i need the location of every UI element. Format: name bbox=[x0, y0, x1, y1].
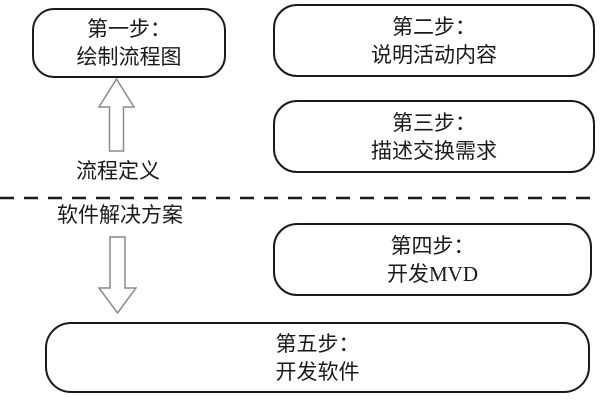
step1-box: 第一步： 绘制流程图 bbox=[32, 8, 226, 78]
step3-desc: 描述交换需求 bbox=[371, 138, 497, 163]
software-solution-label: 软件解决方案 bbox=[57, 203, 183, 227]
step5-box: 第五步： 开发软件 bbox=[45, 322, 590, 393]
step5-desc: 开发软件 bbox=[275, 359, 360, 384]
step2-box: 第二步： 说明活动内容 bbox=[273, 4, 595, 77]
step3-box: 第三步： 描述交换需求 bbox=[273, 100, 595, 173]
step2-title: 第二步： bbox=[392, 14, 476, 39]
step4-desc: 开发MVD bbox=[386, 261, 478, 286]
step4-box: 第四步： 开发MVD bbox=[273, 223, 592, 296]
step2-desc: 说明活动内容 bbox=[371, 42, 497, 67]
process-definition-label: 流程定义 bbox=[76, 159, 160, 183]
phase-divider-line bbox=[0, 196, 600, 200]
step1-desc: 绘制流程图 bbox=[76, 45, 182, 69]
down-arrow-icon bbox=[98, 236, 137, 314]
step1-title: 第一步： bbox=[87, 17, 171, 41]
up-arrow-icon bbox=[98, 78, 135, 152]
step4-title: 第四步： bbox=[390, 233, 475, 258]
step5-title: 第五步： bbox=[275, 331, 360, 356]
step3-title: 第三步： bbox=[392, 110, 476, 135]
